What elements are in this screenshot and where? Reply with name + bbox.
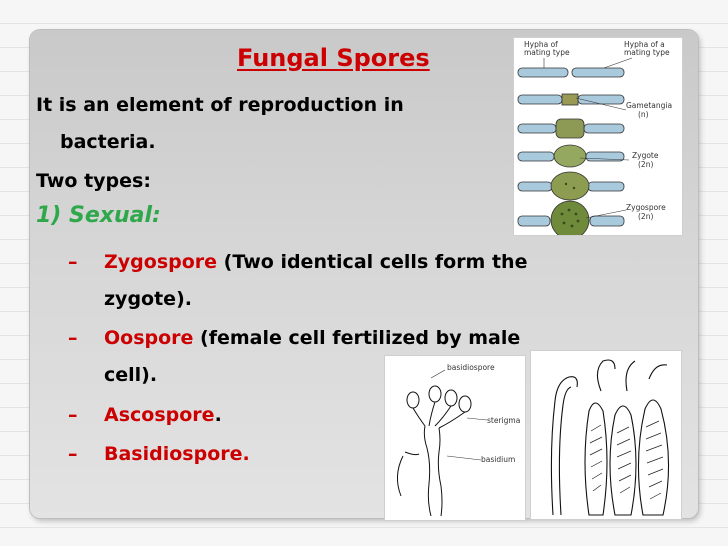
basidium-diagram-svg: basidiospore sterigma basidium — [397, 363, 520, 517]
basidium-diagram: basidiospore sterigma basidium — [384, 355, 526, 521]
label-gametangia-n: (n) — [638, 110, 649, 119]
bullet-3: – — [68, 404, 78, 426]
desc-zygospore-2: zygote). — [104, 288, 192, 310]
label-basidium: basidium — [481, 455, 515, 464]
desc-zygospore-1: (Two identical cells form the — [217, 251, 528, 273]
label-gametangia: Gametangia — [626, 101, 672, 110]
list-item-ascospore: Ascospore. — [104, 404, 222, 426]
zygospore-diagram-svg: Hypha of mating type Hypha of a mating t… — [517, 40, 672, 240]
sexual-heading: 1) Sexual: — [36, 203, 161, 228]
list-item-zygospore: Zygospore (Two identical cells form the — [104, 251, 527, 273]
term-basidiospore: Basidiospore. — [104, 443, 250, 465]
label-zygote-2n: (2n) — [638, 160, 653, 169]
label-basidiospore: basidiospore — [447, 363, 495, 372]
label-hypha-1b: mating type — [524, 48, 570, 57]
label-sterigma: sterigma — [487, 416, 520, 425]
bullet-2: – — [68, 327, 78, 349]
term-oospore: Oospore — [104, 327, 194, 349]
bullet-4: – — [68, 443, 78, 465]
desc-oospore-2: cell). — [104, 364, 158, 386]
ascus-diagram — [530, 350, 682, 520]
bullet-1: – — [68, 251, 78, 273]
label-zygospore: Zygospore — [626, 203, 666, 212]
intro-line-2: bacteria. — [60, 131, 156, 153]
types-heading: Two types: — [36, 170, 151, 192]
slide-title: Fungal Spores — [237, 44, 430, 72]
list-item-oospore: Oospore (female cell fertilized by male — [104, 327, 520, 349]
term-zygospore: Zygospore — [104, 251, 218, 273]
label-hypha-2b: mating type — [624, 48, 670, 57]
zygospore-diagram: Hypha of mating type Hypha of a mating t… — [513, 37, 683, 240]
label-hypha-2a: Hypha of a — [624, 40, 665, 49]
desc-ascospore: . — [214, 404, 222, 426]
term-ascospore: Ascospore — [104, 404, 215, 426]
label-hypha-1a: Hypha of — [524, 40, 558, 49]
ascus-diagram-svg — [550, 359, 670, 516]
list-item-basidiospore: Basidiospore. — [104, 443, 250, 465]
intro-line-1: It is an element of reproduction in — [36, 94, 404, 116]
desc-oospore-1: (female cell fertilized by male — [193, 327, 521, 349]
label-zygospore-2n: (2n) — [638, 212, 653, 221]
label-zygote: Zygote — [632, 151, 659, 160]
